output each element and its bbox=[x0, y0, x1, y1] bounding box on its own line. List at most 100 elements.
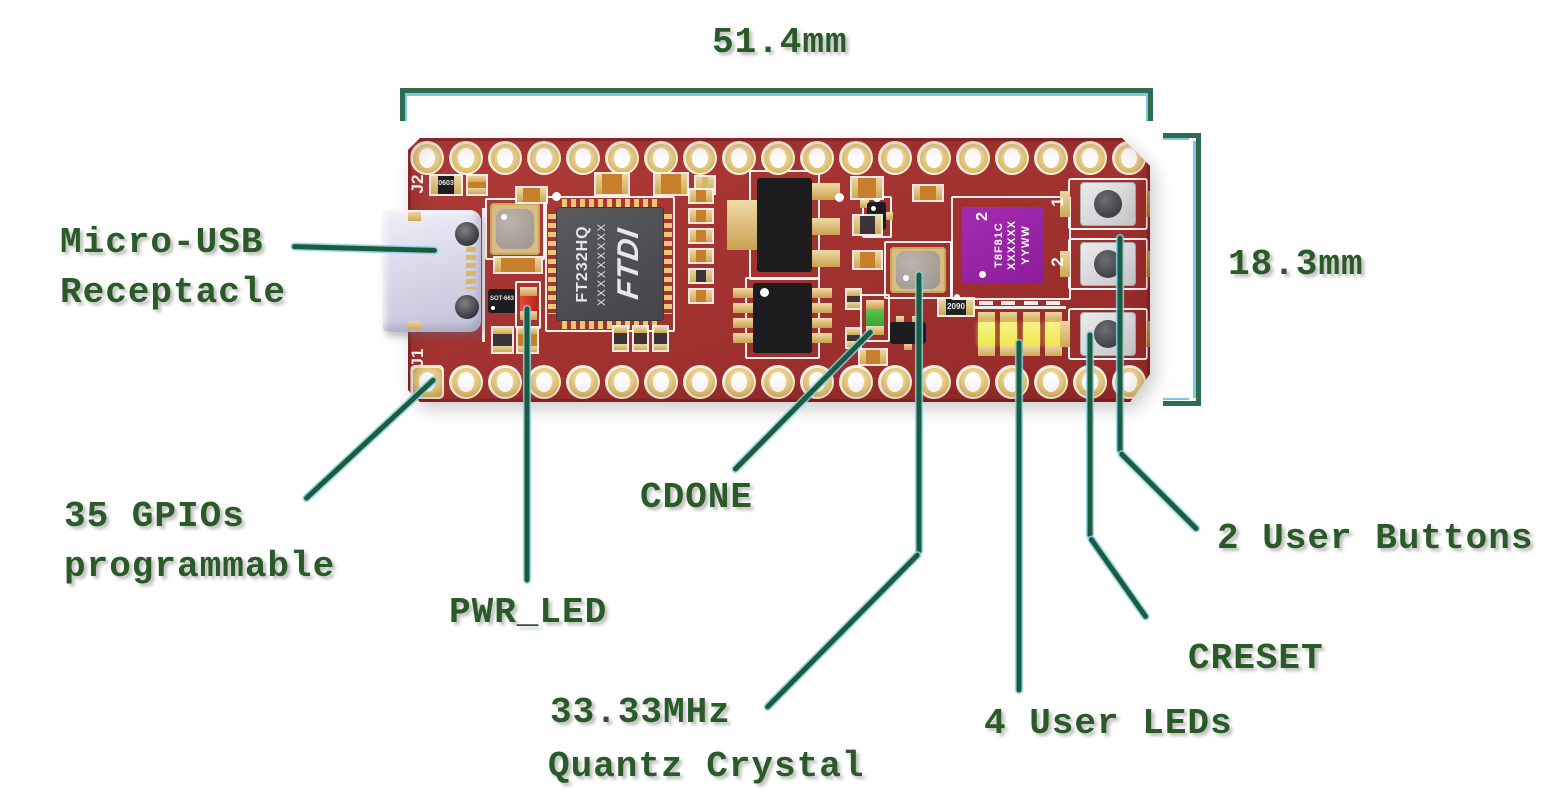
sot23-dot bbox=[871, 206, 876, 211]
pcb-board: J2 J1 SOT-663 FT232HQ XXXXXXXXX FTDI bbox=[408, 138, 1150, 402]
passive-cap bbox=[847, 329, 860, 335]
passive-cap bbox=[493, 328, 512, 334]
leader-crystal-a bbox=[916, 272, 922, 553]
pin-hole bbox=[1034, 141, 1068, 175]
passive-cap bbox=[706, 190, 712, 202]
user-led-silk-tick bbox=[1046, 301, 1060, 305]
pin-hole bbox=[995, 141, 1029, 175]
pin-hole-bore bbox=[770, 372, 786, 392]
passive-cap bbox=[681, 174, 687, 194]
pin-hole bbox=[878, 365, 912, 399]
passive-cap bbox=[690, 230, 696, 242]
pin-hole-bore bbox=[458, 372, 474, 392]
leader-user-leds bbox=[1016, 340, 1022, 692]
user-led-pad bbox=[999, 346, 1017, 356]
capacitor-body: 0603 bbox=[438, 176, 454, 194]
usb-mount-tab bbox=[408, 212, 421, 221]
pin-hole-bore bbox=[731, 148, 747, 168]
pin-hole bbox=[956, 365, 990, 399]
pin-hole bbox=[1073, 141, 1107, 175]
passive-cap bbox=[876, 178, 882, 198]
passive-cap bbox=[468, 176, 486, 182]
label-micro-usb-line2: Receptacle bbox=[60, 272, 287, 313]
passive-cap bbox=[517, 188, 523, 202]
pin-hole-bore bbox=[497, 372, 513, 392]
regulator-leg bbox=[812, 250, 840, 267]
pin-hole bbox=[839, 365, 873, 399]
sot23-leg bbox=[884, 212, 893, 220]
passive-cap bbox=[880, 350, 886, 364]
leader-creset-a bbox=[1087, 332, 1093, 537]
pin-hole-bore bbox=[575, 148, 591, 168]
capacitor-cap bbox=[431, 176, 438, 194]
width-dimension-label: 51.4mm bbox=[712, 22, 848, 63]
pin-hole bbox=[527, 365, 561, 399]
user-led bbox=[999, 322, 1017, 346]
passive-cap bbox=[708, 177, 714, 193]
capacitor-0603-label: 0603 bbox=[438, 180, 454, 187]
user-led-pad bbox=[999, 312, 1017, 322]
pin-hole bbox=[956, 141, 990, 175]
passive-cap bbox=[655, 174, 661, 194]
passive-body bbox=[866, 350, 880, 364]
user-led bbox=[1022, 322, 1040, 346]
passive-body bbox=[501, 258, 535, 272]
passive-component bbox=[688, 268, 714, 284]
passive-cap bbox=[690, 190, 696, 202]
leader-crystal-b bbox=[764, 551, 921, 710]
user-led-silk-tick bbox=[1001, 301, 1015, 305]
leader-buttons-a bbox=[1117, 235, 1123, 452]
passive-component bbox=[612, 325, 629, 352]
passive-body bbox=[661, 174, 681, 194]
oscillator-pin1-dot bbox=[501, 214, 507, 220]
passive-component bbox=[688, 188, 714, 204]
user-button-1-body bbox=[1080, 182, 1136, 226]
resistor-2090-label: 2090 bbox=[947, 302, 965, 311]
pin-hole bbox=[917, 365, 951, 399]
passive-body bbox=[634, 333, 647, 344]
fpga-silk-dot bbox=[954, 294, 960, 300]
passive-body bbox=[523, 188, 540, 202]
pin-hole bbox=[605, 365, 639, 399]
passive-body bbox=[696, 210, 706, 222]
passive-cap bbox=[936, 186, 942, 200]
fpga-chip bbox=[962, 207, 1044, 283]
label-user-buttons: 2 User Buttons bbox=[1217, 518, 1534, 559]
passive-body bbox=[858, 178, 876, 198]
pin-hole bbox=[683, 141, 717, 175]
soic8-leg bbox=[812, 288, 832, 298]
usb-anchor-hole bbox=[455, 295, 479, 319]
height-dimension-label: 18.3mm bbox=[1228, 244, 1364, 285]
passive-component bbox=[912, 184, 944, 202]
ftdi-silkscreen bbox=[545, 196, 675, 332]
pin-hole-bore bbox=[848, 372, 864, 392]
pin-hole-bore bbox=[1043, 372, 1059, 392]
passive-cap bbox=[696, 177, 702, 193]
resistor-cap bbox=[939, 299, 946, 315]
soic8-leg bbox=[812, 333, 832, 343]
pin-hole-bore bbox=[1004, 148, 1020, 168]
resistor-body: 2090 bbox=[946, 299, 966, 315]
passive-component bbox=[845, 288, 862, 310]
passive-body bbox=[654, 333, 667, 344]
passive-component bbox=[594, 172, 630, 196]
pin-hole bbox=[644, 141, 678, 175]
pin-hole bbox=[566, 141, 600, 175]
passive-body bbox=[920, 186, 936, 200]
fpga-date-code: YYWW bbox=[1019, 225, 1032, 265]
user-button-2-pad bbox=[1146, 251, 1150, 277]
passive-cap bbox=[847, 290, 860, 296]
passive-body bbox=[468, 182, 486, 188]
height-dimension-bracket bbox=[1163, 133, 1205, 406]
bracket-tick bbox=[400, 88, 405, 121]
passive-cap bbox=[706, 250, 712, 262]
passive-component bbox=[652, 325, 669, 352]
pin-hole-bore bbox=[497, 148, 513, 168]
ftdi-pins-right bbox=[664, 214, 672, 314]
pin-hole bbox=[566, 365, 600, 399]
pin-hole-bore bbox=[653, 148, 669, 168]
soic8-leg bbox=[812, 303, 832, 313]
passive-body bbox=[696, 190, 706, 202]
sot23b-leg bbox=[912, 316, 920, 324]
passive-cap bbox=[535, 258, 541, 272]
